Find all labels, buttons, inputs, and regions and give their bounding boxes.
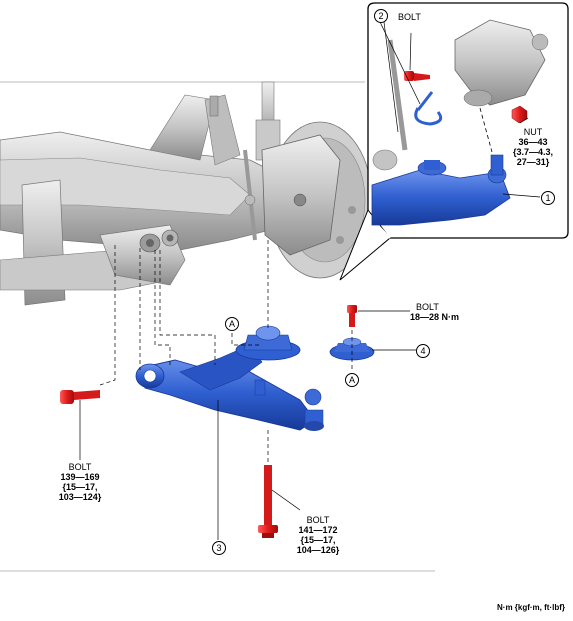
bolt-left-title: BOLT	[68, 462, 92, 472]
ref-a-lower: A	[345, 373, 359, 387]
lower-arm	[135, 344, 324, 431]
bolt-bottom-label: BOLT 141—172 {15—17, 104—126}	[293, 515, 343, 555]
nut-torque-line2: {3.7—4.3,	[512, 147, 554, 157]
callout-4: 4	[416, 344, 430, 358]
knuckle-and-disc	[261, 121, 373, 279]
bolt-left-torque-line3: 103—124}	[58, 492, 102, 502]
bushing-part-4	[329, 337, 375, 361]
nut-torque-line3: 27—31}	[516, 157, 550, 167]
bolt-left-torque-line2: {15—17,	[62, 482, 98, 492]
assembly-guides	[99, 240, 353, 462]
strut	[255, 81, 281, 161]
nut-torque-line1: 36—43	[518, 137, 548, 147]
bolt-bottom	[258, 465, 278, 538]
bolt-bottom-title: BOLT	[306, 515, 330, 525]
bolt-right-torque: 18—28 N·m	[410, 312, 460, 322]
stabilizer-link	[243, 149, 257, 241]
subframe	[0, 94, 291, 306]
callout-1: 1	[541, 191, 555, 205]
bolt-left-torque-line1: 139—169	[60, 472, 100, 482]
bolt-bottom-torque-line3: 104—126}	[296, 545, 340, 555]
bolt-left-label: BOLT 139—169 {15—17, 103—124}	[55, 462, 105, 502]
bushing-upper	[235, 325, 301, 361]
nut-label: NUT 36—43 {3.7—4.3, 27—31}	[508, 127, 558, 167]
bolt-right-label: BOLT 18—28 N·m	[410, 302, 459, 322]
callout-3: 3	[212, 541, 226, 555]
bolt-bottom-torque-line2: {15—17,	[300, 535, 336, 545]
ref-a-upper: A	[225, 317, 239, 331]
bolt-left	[60, 390, 100, 404]
bolt-right-title: BOLT	[416, 302, 439, 312]
leader-lines	[79, 310, 416, 540]
inset-detail	[339, 2, 569, 281]
bolt-bottom-torque-line1: 141—172	[298, 525, 338, 535]
bolt-top-label: BOLT	[398, 12, 421, 22]
nut-title: NUT	[523, 127, 543, 137]
unit-footer: N·m {kgf·m, ft·lbf}	[497, 603, 565, 612]
callout-2: 2	[374, 9, 388, 23]
bolt-right	[347, 305, 357, 327]
